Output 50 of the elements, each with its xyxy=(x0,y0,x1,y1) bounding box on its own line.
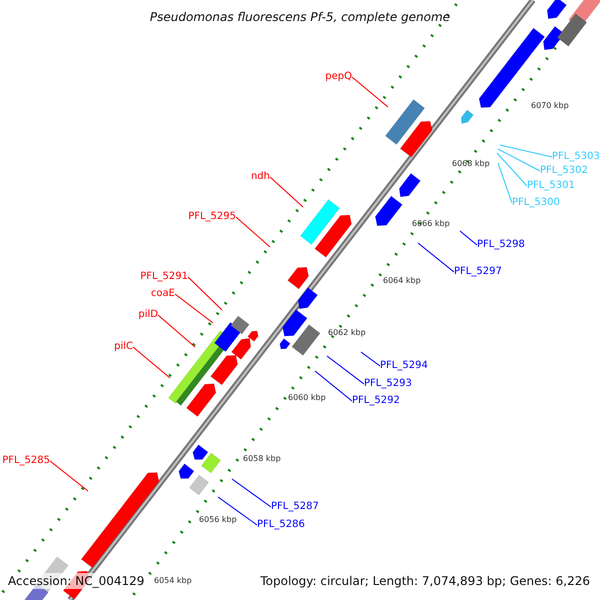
leader-line xyxy=(498,148,540,172)
position-label: 6064 kbp xyxy=(383,276,421,286)
gene-label: PFL_5302 xyxy=(540,164,588,178)
leader-line xyxy=(360,352,380,366)
leader-line xyxy=(498,162,512,204)
gene-label: PFL_5286 xyxy=(257,518,305,532)
gene-label: PFL_5293 xyxy=(364,377,412,391)
leader-line xyxy=(496,152,528,186)
position-label: 6070 kbp xyxy=(531,101,569,111)
leader-line xyxy=(314,370,352,402)
genome-info-text: Topology: circular; Length: 7,074,893 bp; Genes: 6,226 xyxy=(258,573,592,589)
gene-label: PFL_5295 xyxy=(188,210,236,224)
leader-line xyxy=(174,294,214,324)
gene-label: pilC xyxy=(114,340,133,354)
leader-line xyxy=(460,230,478,246)
gene-label: PFL_5292 xyxy=(352,394,400,408)
gene-label: PFL_5291 xyxy=(140,270,188,284)
position-label: 6066 kbp xyxy=(412,219,450,229)
position-label: 6060 kbp xyxy=(288,393,326,403)
accession-text: Accession: NC_004129 xyxy=(6,573,146,589)
gene-label: PFL_5287 xyxy=(271,500,319,514)
leader-line xyxy=(418,242,454,272)
gene-label: PFL_5301 xyxy=(527,179,575,193)
leader-line xyxy=(50,460,88,492)
position-label: 6056 kbp xyxy=(199,515,237,525)
position-label: 6054 kbp xyxy=(154,576,192,586)
gene-label: PFL_5303 xyxy=(552,150,600,164)
position-label: 6058 kbp xyxy=(243,454,281,464)
gene-label: PFL_5298 xyxy=(477,238,525,252)
leader-line xyxy=(236,216,270,248)
gene-label: coaE xyxy=(150,287,175,301)
leader-line xyxy=(352,76,388,108)
gene-label: pepQ xyxy=(325,70,352,84)
position-label: 6068 kbp xyxy=(452,159,490,169)
leader-line xyxy=(500,144,552,158)
leader-line xyxy=(132,346,170,378)
gene-label: PFL_5297 xyxy=(454,265,502,279)
leader-line xyxy=(270,176,304,208)
gene-label: PFL_5300 xyxy=(512,196,560,210)
leader-line xyxy=(158,314,196,348)
leader-line xyxy=(232,478,272,508)
leader-line xyxy=(326,356,364,384)
gene-label: PFL_5285 xyxy=(2,454,50,468)
leader-line xyxy=(188,276,222,310)
leader-line xyxy=(218,496,258,526)
title: Pseudomonas fluorescens Pf-5, complete genome xyxy=(148,9,452,25)
gene-label: ndh xyxy=(250,170,270,184)
position-label: 6062 kbp xyxy=(328,328,366,338)
gene-label: PFL_5294 xyxy=(380,359,428,373)
gene-label: pilD xyxy=(138,308,158,322)
